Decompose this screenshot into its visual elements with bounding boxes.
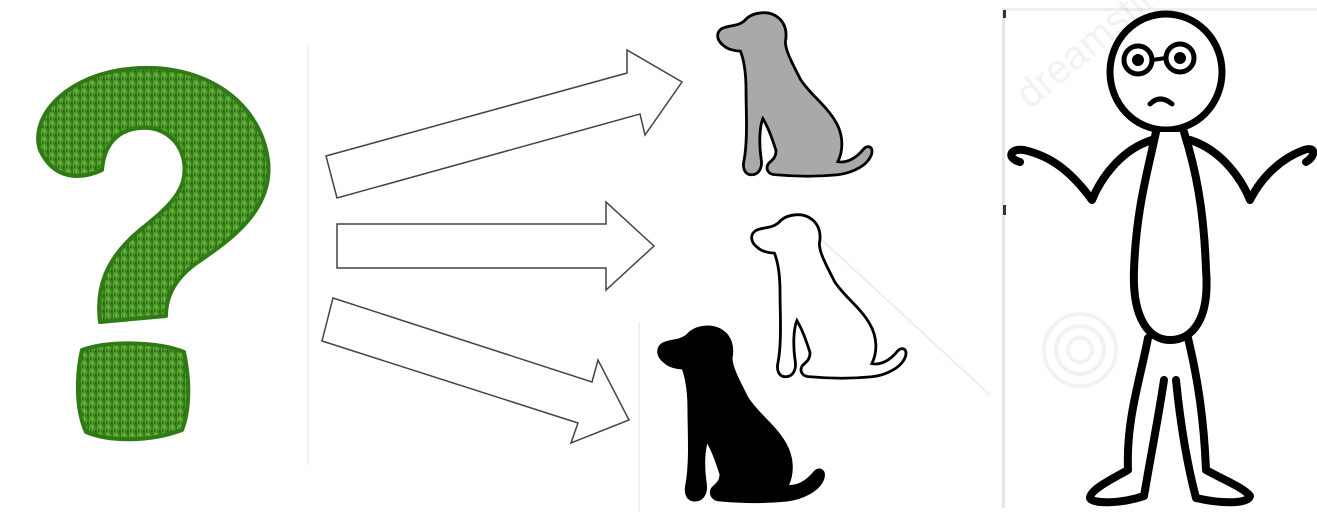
- arrow-icon: [325, 48, 684, 199]
- divider: [638, 322, 640, 512]
- divider: [1002, 8, 1005, 508]
- gray-dog-icon: [718, 13, 872, 176]
- arrow-icon: [321, 297, 631, 445]
- divider: [1004, 8, 1317, 11]
- shrugging-person-icon: [1007, 10, 1317, 507]
- arrow-icon: [336, 200, 656, 292]
- divider: [1003, 10, 1006, 18]
- divider: [1003, 205, 1006, 215]
- black-dog-icon: [659, 327, 824, 501]
- question-mark-grass-icon: [36, 65, 271, 442]
- divider: [307, 45, 309, 465]
- divider: [794, 214, 991, 396]
